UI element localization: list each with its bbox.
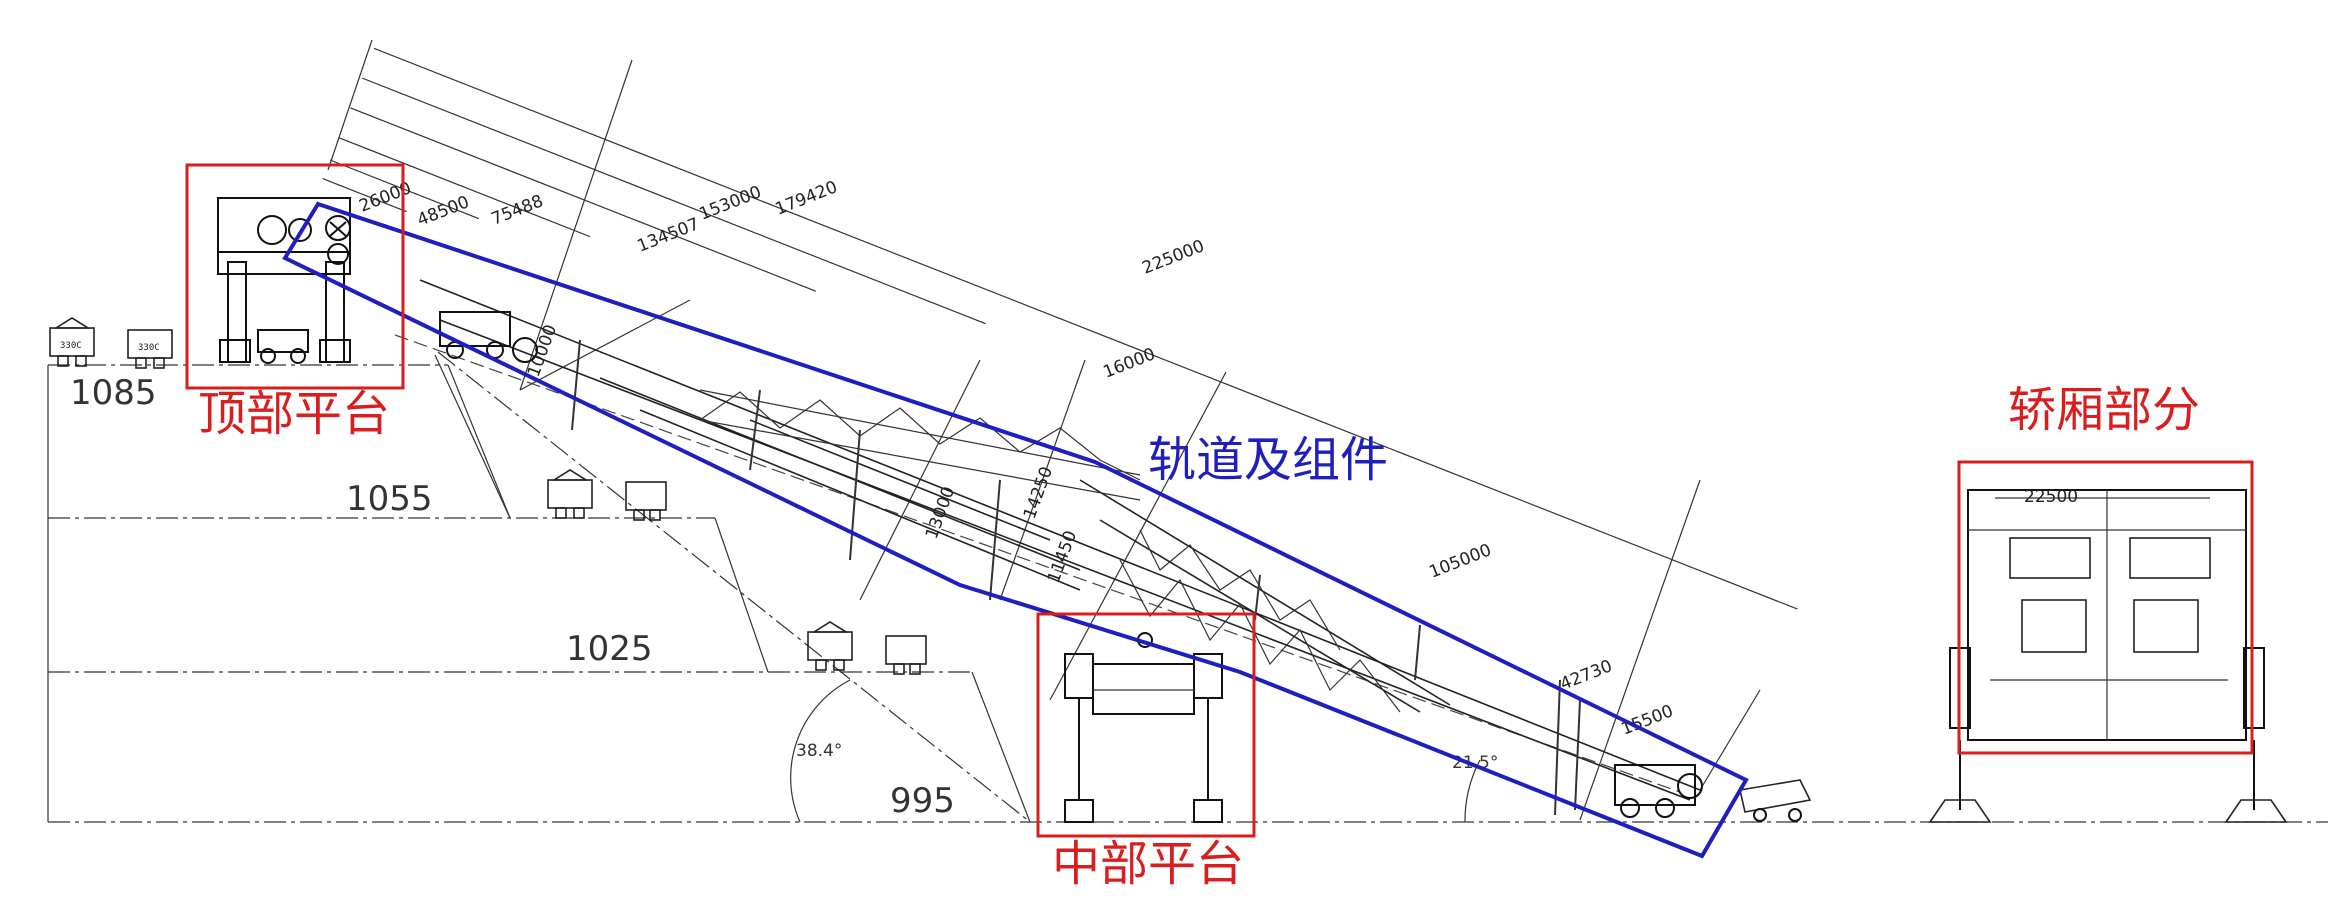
haul-trucks: 330C 330C <box>49 317 927 675</box>
track-assembly-label: 轨道及组件 <box>1148 432 1388 488</box>
top-platform-machinery <box>217 197 538 364</box>
dim-179420: 179420 <box>773 177 841 219</box>
middle-platform-box <box>1036 612 1256 838</box>
drum-icon <box>257 215 287 245</box>
bottom-carriage <box>1614 764 1812 822</box>
dimension-system <box>322 39 1798 821</box>
dim-105000: 105000 <box>1427 540 1495 582</box>
elevation-1025: 1025 <box>566 629 653 669</box>
top-platform-label: 顶部平台 <box>198 386 390 442</box>
elevation-1085: 1085 <box>70 373 157 413</box>
dim-225000: 225000 <box>1140 236 1208 278</box>
terrain-benches <box>47 334 2328 823</box>
cabin-box <box>1957 460 2254 755</box>
inclined-truss <box>419 279 1701 816</box>
track-assembly-outline <box>282 201 1749 859</box>
svg-text:330C: 330C <box>60 341 82 351</box>
angle-label-21: 21.5° <box>1452 753 1498 773</box>
angle-arc-left: 38.4° <box>790 679 851 823</box>
dim-48500: 48500 <box>415 192 473 230</box>
sheave-icon <box>327 243 349 265</box>
dim-14250: 14250 <box>1020 464 1057 522</box>
middle-platform-label: 中部平台 <box>1052 836 1244 892</box>
cabin-label: 轿厢部分 <box>2008 382 2200 438</box>
dim-22500: 22500 <box>2024 487 2078 507</box>
dim-16000: 16000 <box>1101 344 1159 382</box>
truck-icon <box>625 481 667 521</box>
angle-arc-right: 21.5° <box>1452 753 1498 823</box>
svg-text:330C: 330C <box>138 343 160 353</box>
truck-icon: 330C <box>127 329 173 369</box>
truck-icon <box>547 469 593 519</box>
cabin-structure: 22500 <box>1928 487 2288 823</box>
dim-134507: 134507 <box>635 214 703 256</box>
truck-icon <box>885 635 927 675</box>
sheave-icon <box>325 215 351 241</box>
truck-icon <box>807 621 853 671</box>
drum-icon <box>288 218 312 242</box>
dim-75488: 75488 <box>489 191 547 229</box>
top-platform-box <box>185 163 405 390</box>
angle-label-38: 38.4° <box>796 741 842 761</box>
truck-icon: 330C <box>49 317 95 367</box>
elevation-995: 995 <box>890 781 955 821</box>
elevation-1055: 1055 <box>346 479 433 519</box>
middle-platform-structure <box>1064 632 1223 823</box>
dim-42730: 42730 <box>1558 656 1616 694</box>
